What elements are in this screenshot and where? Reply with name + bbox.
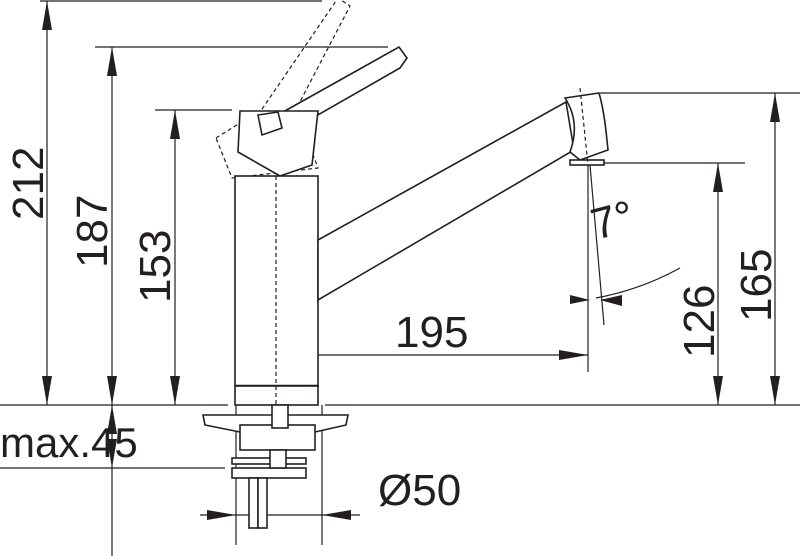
dimension-126 bbox=[713, 163, 723, 405]
faucet-body bbox=[234, 175, 319, 406]
label-diameter-50: Ø50 bbox=[378, 466, 461, 515]
dimension-7deg bbox=[570, 267, 681, 306]
dimension-50 bbox=[200, 510, 360, 520]
label-212: 212 bbox=[4, 147, 53, 220]
label-165: 165 bbox=[732, 249, 781, 322]
dimension-153 bbox=[170, 110, 180, 405]
dimension-165 bbox=[770, 93, 780, 405]
dimension-212 bbox=[42, 1, 52, 405]
label-max45: max.45 bbox=[0, 419, 138, 466]
faucet-lever bbox=[237, 45, 408, 177]
dimension-187 bbox=[107, 47, 117, 556]
mounting-hardware bbox=[202, 404, 349, 529]
faucet-spout bbox=[317, 87, 609, 302]
label-187: 187 bbox=[68, 195, 117, 268]
label-153: 153 bbox=[131, 230, 180, 303]
label-7deg: 7° bbox=[586, 191, 639, 249]
label-126: 126 bbox=[675, 285, 724, 358]
label-195: 195 bbox=[395, 308, 468, 357]
